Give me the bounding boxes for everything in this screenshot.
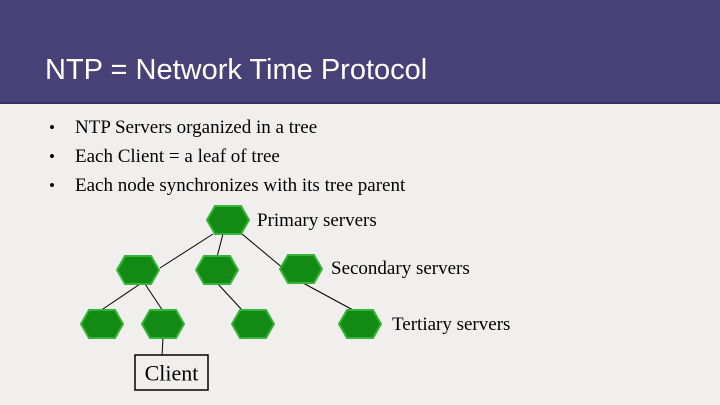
slide-title: NTP = Network Time Protocol (45, 54, 428, 86)
server-node-secondary (194, 255, 240, 285)
server-node-tertiary (230, 309, 276, 339)
client-label: Client (145, 361, 199, 386)
client-box (134, 354, 209, 391)
tree-edge-s1-t2 (144, 283, 164, 312)
server-node-secondary (278, 254, 324, 284)
tier-label: Primary servers (257, 210, 377, 231)
slide-title-bar (0, 0, 720, 104)
server-node-tertiary (140, 309, 186, 339)
tree-edge-p1-s1 (159, 233, 214, 269)
bullet-text: Each node synchronizes with its tree par… (75, 175, 406, 196)
tree-edge-t2-client (161, 337, 164, 357)
bullet-list: • NTP Servers organized in a tree • Each Cl… (45, 113, 405, 200)
bullet-text: NTP Servers organized in a tree (75, 117, 318, 138)
bullet-marker: • (49, 176, 55, 195)
tree-edge-s1-t1 (99, 283, 141, 312)
server-node-secondary (115, 255, 161, 285)
tree-edge-s3-t4 (302, 282, 354, 311)
bullet-marker: • (49, 118, 55, 137)
bullet-marker: • (49, 147, 55, 166)
bullet-item: • Each Client = a leaf of tree (45, 142, 405, 171)
tree-edge-s2-t3 (217, 283, 243, 311)
bullet-text: Each Client = a leaf of tree (75, 146, 280, 167)
tier-label: Secondary servers (331, 258, 470, 279)
bullet-item: • NTP Servers organized in a tree (45, 113, 405, 142)
server-node-primary (205, 205, 251, 235)
server-node-tertiary (337, 309, 383, 339)
tree-edge-p1-s2 (216, 233, 224, 258)
tier-label: Tertiary servers (392, 314, 510, 335)
server-node-tertiary (79, 309, 125, 339)
bullet-item: • Each node synchronizes with its tree pa… (45, 171, 405, 200)
